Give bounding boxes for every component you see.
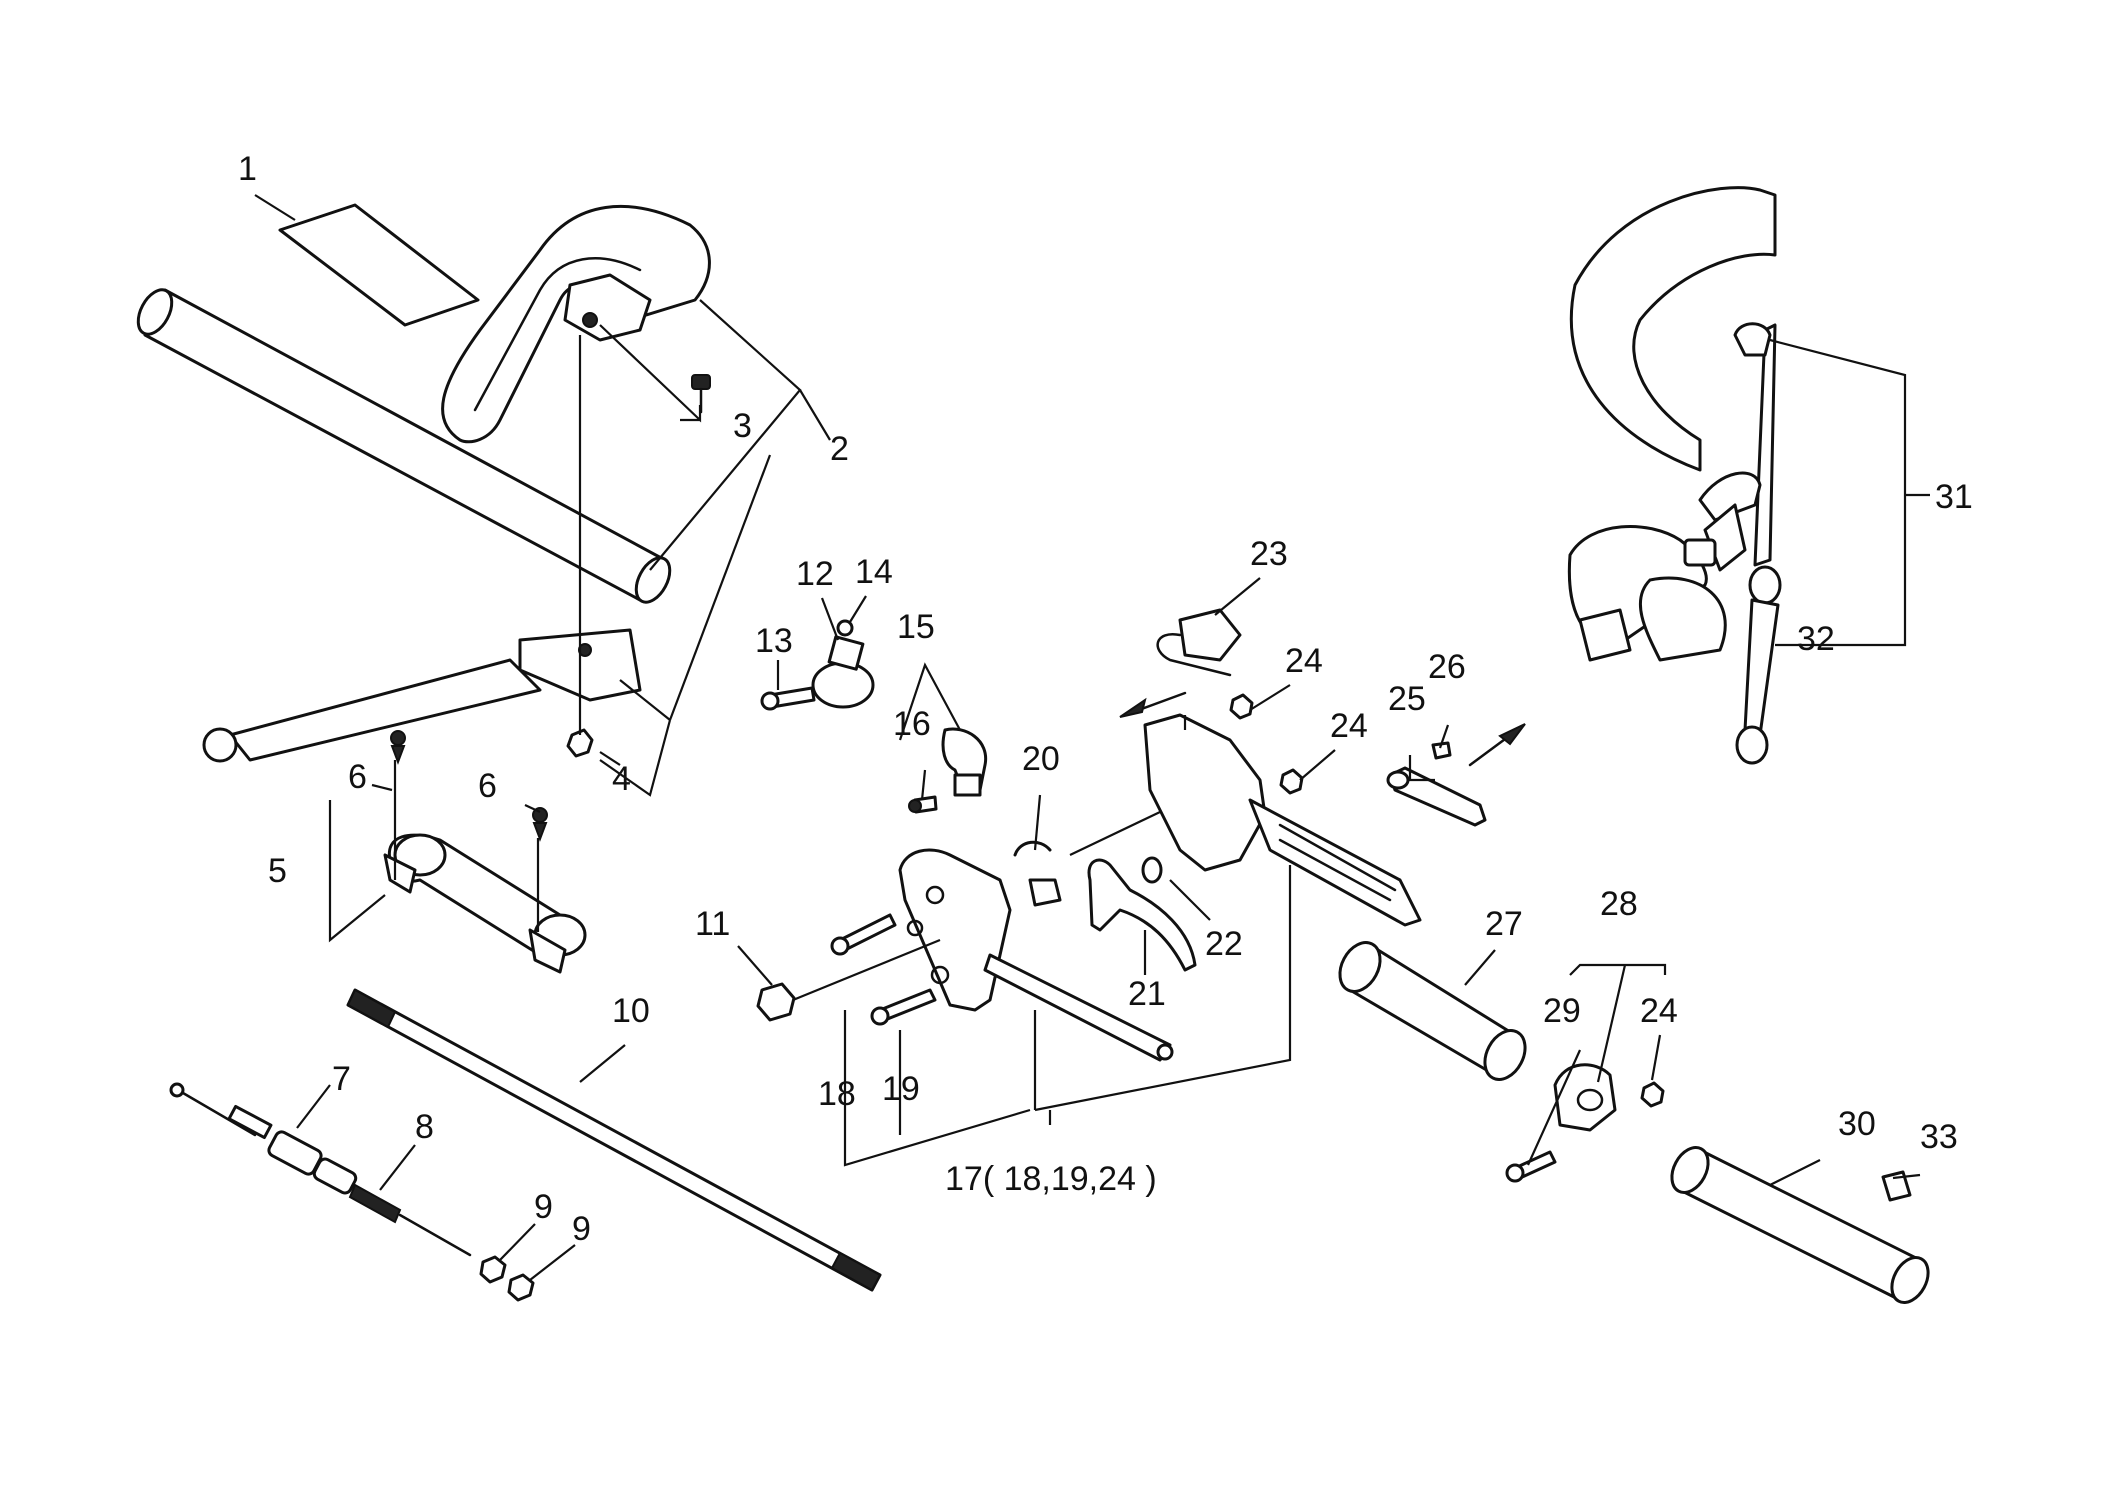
part-12-clamp xyxy=(811,635,875,709)
part-15-clamp xyxy=(941,727,988,797)
callout-29: 29 xyxy=(1543,992,1581,1030)
callout-6a: 6 xyxy=(348,758,367,796)
callout-5: 5 xyxy=(268,852,287,890)
callout-9b: 9 xyxy=(572,1210,591,1248)
part-32-clip xyxy=(1735,565,1782,765)
callout-32: 32 xyxy=(1797,620,1835,658)
callout-20: 20 xyxy=(1022,740,1060,778)
callout-2: 2 xyxy=(830,430,849,468)
part-3-screw xyxy=(691,374,711,414)
callout-25: 25 xyxy=(1388,680,1426,718)
callout-labels: 1 2 3 4 5 6 6 7 8 9 9 10 11 12 13 14 15 … xyxy=(238,150,1973,1248)
part-7-cable xyxy=(169,1082,273,1140)
callout-24b: 24 xyxy=(1330,707,1368,745)
part-31-harness xyxy=(1567,186,1777,662)
callout-7: 7 xyxy=(332,1060,351,1098)
part-11-plug xyxy=(756,982,796,1022)
callout-4: 4 xyxy=(612,760,631,798)
callout-31: 31 xyxy=(1935,478,1973,516)
part-27-grip xyxy=(1338,941,1527,1081)
part-28-hanger xyxy=(1553,1063,1617,1132)
callout-19: 19 xyxy=(882,1070,920,1108)
part-6-screws xyxy=(390,730,548,842)
callout-22: 22 xyxy=(1205,925,1243,963)
part-29-bolt xyxy=(1505,1150,1557,1183)
part-30-lower-tube xyxy=(1670,1146,1930,1304)
part-25-throttle xyxy=(1386,766,1487,827)
callout-13: 13 xyxy=(755,622,793,660)
part-18-bolt xyxy=(830,913,897,956)
callout-23: 23 xyxy=(1250,535,1288,573)
callout-26: 26 xyxy=(1428,648,1466,686)
shaft-tube-upper xyxy=(136,288,672,604)
part-21-trigger-lever xyxy=(1087,858,1197,972)
part-24-nut-c xyxy=(1640,1081,1665,1108)
callout-28: 28 xyxy=(1600,885,1638,923)
rear-handle-housing xyxy=(1143,713,1422,927)
part-24-nut-a xyxy=(1229,693,1254,720)
callout-8: 8 xyxy=(415,1108,434,1146)
part-13-bolt xyxy=(760,686,816,711)
part-5-clamp-assembly xyxy=(383,833,587,974)
part-16-bolt xyxy=(908,795,938,814)
callout-30: 30 xyxy=(1838,1105,1876,1143)
part-1-label xyxy=(278,203,480,327)
leader-lines xyxy=(254,194,1930,1281)
callout-27: 27 xyxy=(1485,905,1523,943)
callout-21: 21 xyxy=(1128,975,1166,1013)
part-8-cable-adjuster xyxy=(267,1130,472,1257)
callout-10: 10 xyxy=(612,992,650,1030)
callout-15: 15 xyxy=(897,608,935,646)
part-33-label xyxy=(1881,1170,1912,1202)
part-26-spring xyxy=(1431,741,1452,760)
callout-24c: 24 xyxy=(1640,992,1678,1030)
callout-24a: 24 xyxy=(1285,642,1323,680)
callout-1: 1 xyxy=(238,150,257,188)
callout-33: 33 xyxy=(1920,1118,1958,1156)
callout-12: 12 xyxy=(796,555,834,593)
part-19-bolt xyxy=(870,988,937,1026)
callout-16: 16 xyxy=(893,705,931,743)
callout-9a: 9 xyxy=(534,1188,553,1226)
callout-11: 11 xyxy=(695,905,730,943)
part-22-pin xyxy=(1141,856,1163,884)
part-4-nut xyxy=(566,728,594,758)
part-9-nuts xyxy=(479,1255,535,1302)
part-23-switch xyxy=(1156,608,1242,677)
part-20-spring xyxy=(1013,840,1062,907)
callout-6b: 6 xyxy=(478,767,497,805)
motion-arrows xyxy=(1119,691,1526,767)
callout-17: 17( 18,19,24 ) xyxy=(945,1160,1157,1198)
part-10-drive-shaft xyxy=(346,988,882,1292)
part-14-nut xyxy=(836,619,854,637)
part-17-handle-assembly xyxy=(898,848,1174,1062)
part-2-loop-handle xyxy=(441,205,711,444)
part-24-nut-b xyxy=(1279,768,1304,795)
callout-18: 18 xyxy=(818,1075,856,1113)
callout-3: 3 xyxy=(733,407,752,445)
callout-14: 14 xyxy=(855,553,893,591)
